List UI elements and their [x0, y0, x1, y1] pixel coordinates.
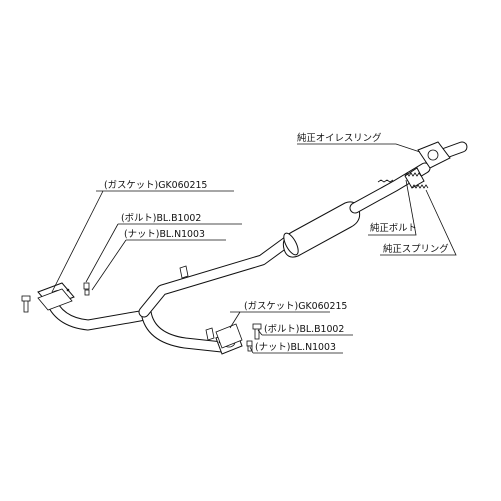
center-muffler — [282, 201, 361, 258]
right-gasket — [215, 323, 243, 349]
left-bolt-icon — [21, 295, 31, 313]
label-bolt-left: (ボルト)BL.B1002 — [121, 213, 201, 224]
label-nut-left: (ナット)BL.N1003 — [124, 229, 205, 240]
left-gasket — [37, 288, 73, 311]
label-oem-bolt: 純正ボルト — [370, 222, 417, 234]
label-oil-ring: 純正オイレスリング — [297, 132, 381, 144]
oem-springs — [377, 172, 429, 189]
label-gasket-left: (ガスケット)GK060215 — [104, 180, 207, 191]
left-nut-icon — [83, 282, 90, 296]
leader-lines — [51, 143, 457, 354]
label-nut-right: (ナット)BL.N1003 — [255, 342, 336, 353]
label-oem-spring: 純正スプリング — [383, 243, 449, 255]
right-bolt-icon — [252, 323, 262, 340]
label-gasket-right: (ガスケット)GK060215 — [244, 301, 347, 312]
right-nut-icon — [246, 340, 253, 352]
label-bolt-right: (ボルト)BL.B1002 — [264, 324, 344, 335]
